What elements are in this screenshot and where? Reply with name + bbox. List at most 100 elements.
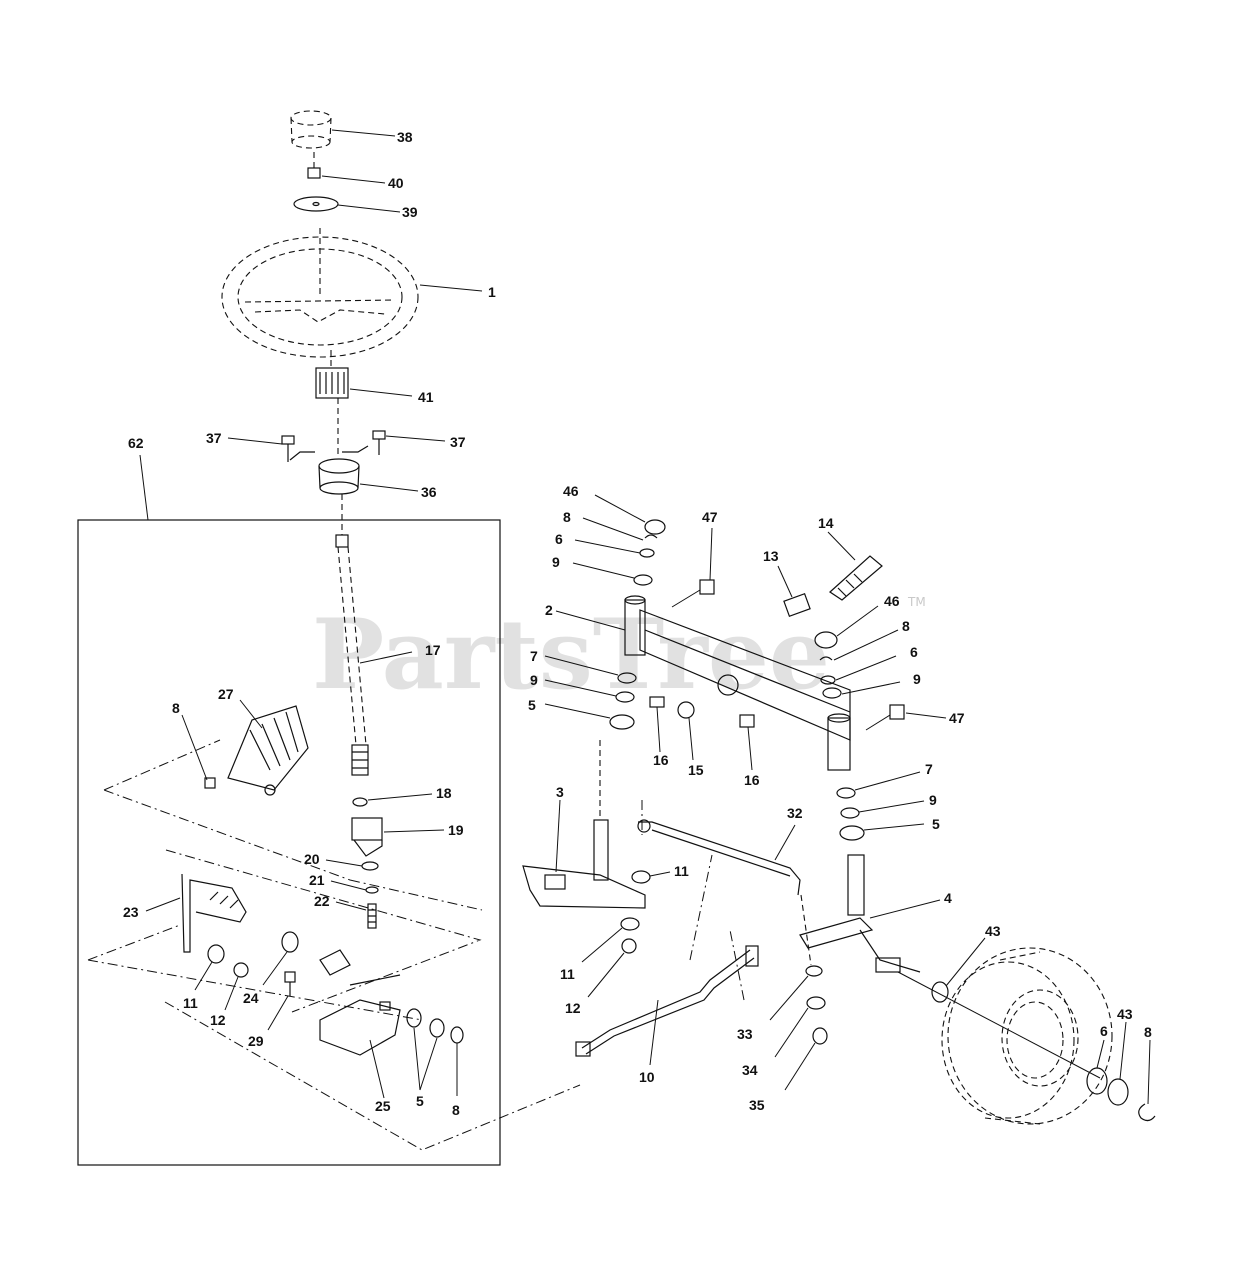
cotter-pin-right: [819, 656, 833, 661]
nut-15: [677, 701, 695, 719]
washer-9-left-bottom: [615, 691, 635, 703]
callout-4: 4: [944, 890, 952, 906]
grease-fitting-right: [865, 704, 905, 731]
callout-22: 22: [314, 893, 330, 909]
steering-gear-group-box: [77, 519, 501, 1166]
callout-5-right: 5: [932, 816, 940, 832]
washer-34: [806, 996, 826, 1010]
callout-37-right: 37: [450, 434, 466, 450]
washer-5-a: [406, 1008, 422, 1028]
retaining-ring: [1138, 1103, 1156, 1122]
pivot-boss: [717, 674, 739, 696]
washer-6-right: [820, 675, 836, 685]
callout-14: 14: [818, 515, 834, 531]
callout-10: 10: [639, 1069, 655, 1085]
callout-29: 29: [248, 1033, 264, 1049]
callout-34: 34: [742, 1062, 758, 1078]
steering-nut: [307, 152, 321, 179]
callout-6-hub: 6: [1100, 1023, 1108, 1039]
bushing-24: [281, 931, 299, 953]
nut-12-center: [621, 938, 637, 954]
callout-19: 19: [448, 822, 464, 838]
callout-5-left: 5: [528, 697, 536, 713]
pin-16-right: [739, 714, 755, 728]
steering-adapter: [315, 350, 349, 399]
callout-27: 27: [218, 686, 234, 702]
callout-6-left: 6: [555, 531, 563, 547]
callout-1: 1: [488, 284, 496, 300]
callout-9-right-bottom: 9: [929, 792, 937, 808]
nut-12-left: [233, 962, 249, 978]
callout-5-group: 5: [416, 1093, 424, 1109]
callout-62: 62: [128, 435, 144, 451]
washer-9-left-top: [633, 574, 653, 586]
callout-9-left-top: 9: [552, 554, 560, 570]
callout-46-right: 46: [884, 593, 900, 609]
callout-24: 24: [243, 990, 259, 1006]
callout-33: 33: [737, 1026, 753, 1042]
callout-23: 23: [123, 904, 139, 920]
callout-6-right: 6: [910, 644, 918, 660]
callout-47-right: 47: [949, 710, 965, 726]
leader-62: [139, 454, 149, 521]
callout-21: 21: [309, 872, 325, 888]
callout-7-right: 7: [925, 761, 933, 777]
grease-fitting-left: [671, 579, 715, 608]
washer-5-right: [839, 825, 865, 841]
callout-40: 40: [388, 175, 404, 191]
cap-46-left: [644, 519, 666, 535]
screw-left: [281, 435, 295, 462]
callout-38: 38: [397, 129, 413, 145]
callout-18: 18: [436, 785, 452, 801]
washer-11-center-top: [631, 870, 651, 884]
callout-16-left: 16: [653, 752, 669, 768]
washer-20: [361, 861, 379, 871]
steering-wheel-cap: [290, 110, 332, 149]
pivot-bar: [181, 873, 247, 953]
bolt-29: [284, 971, 296, 996]
callout-9-left-bottom: 9: [530, 672, 538, 688]
drag-link: [575, 945, 759, 1057]
spindle-left: [624, 595, 646, 656]
tie-rod: [637, 819, 801, 896]
steering-wheel: [221, 228, 419, 358]
callout-43-inner: 43: [985, 923, 1001, 939]
left-spindle-arm: [522, 819, 646, 909]
callout-46-left: 46: [563, 483, 579, 499]
watermark-trademark: TM: [907, 595, 926, 609]
callout-25: 25: [375, 1098, 391, 1114]
callout-8-left: 8: [563, 509, 571, 525]
washer-9-right-top: [822, 687, 842, 699]
washer-11-left: [207, 944, 225, 964]
pivot-bolt-14: [829, 555, 883, 601]
callout-41: 41: [418, 389, 434, 405]
sector-gear: [227, 705, 309, 796]
lockwasher-21: [365, 886, 379, 894]
washer-9-right-bottom: [840, 807, 860, 819]
callout-8-right: 8: [902, 618, 910, 634]
callout-17: 17: [425, 642, 441, 658]
callout-13: 13: [763, 548, 779, 564]
callout-11-left: 11: [183, 995, 198, 1011]
callout-2: 2: [545, 602, 553, 618]
callout-8-gear: 8: [172, 700, 180, 716]
washer-43-outer: [1107, 1078, 1129, 1106]
callout-16-right: 16: [744, 772, 760, 788]
callout-11-center-bottom: 11: [560, 966, 575, 982]
callout-11-center-top: 11: [674, 863, 689, 879]
callout-7-left: 7: [530, 648, 538, 664]
washer-43-inner: [931, 981, 949, 1003]
bolt-8-bottom: [450, 1026, 464, 1044]
callout-39: 39: [402, 204, 418, 220]
washer-5-left: [609, 714, 635, 730]
callout-8-group: 8: [452, 1102, 460, 1118]
spindle-right: [827, 713, 851, 771]
screw-right: [372, 430, 386, 455]
callout-32: 32: [787, 805, 803, 821]
callout-12-left: 12: [210, 1012, 226, 1028]
nut-35: [812, 1027, 828, 1045]
washer-33: [805, 965, 823, 977]
callout-43-outer: 43: [1117, 1006, 1133, 1022]
washer-7-right: [836, 787, 856, 799]
callout-37-left: 37: [206, 430, 222, 446]
